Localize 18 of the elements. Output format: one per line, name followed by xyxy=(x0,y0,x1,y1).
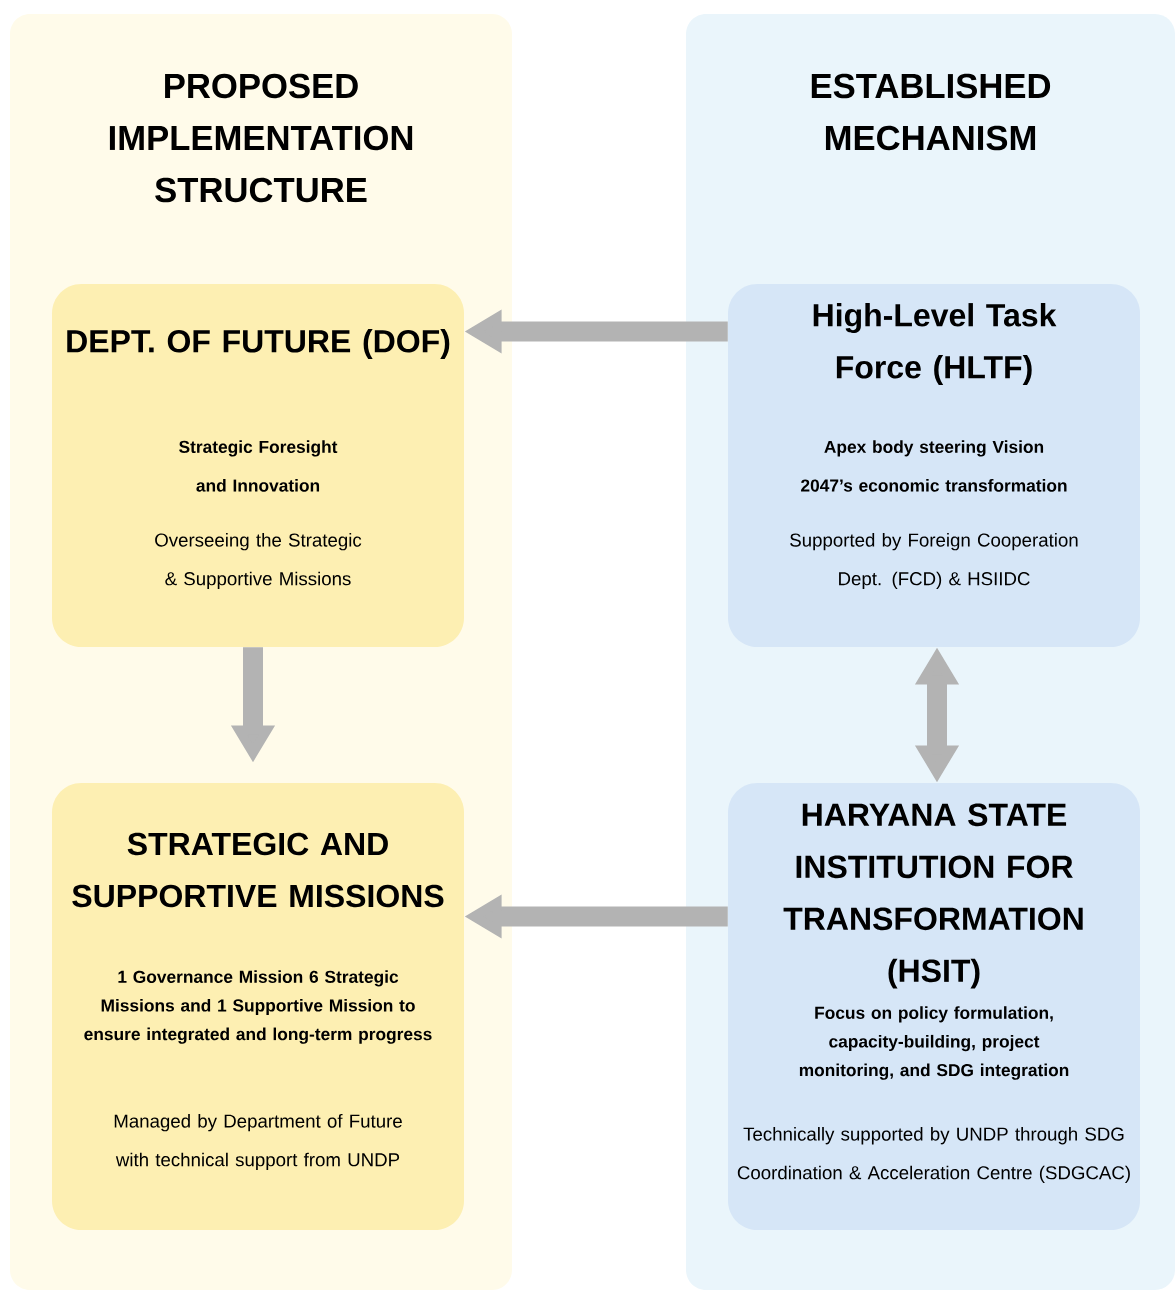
rounded-box xyxy=(52,783,464,1230)
panel-heading: ESTABLISHED MECHANISM xyxy=(811,73,1051,151)
panel-heading: PROPOSED IMPLEMENTATION STRUCTURE xyxy=(109,73,413,203)
box-subtitle: Apex body steering Vision 2047’s economic transformation xyxy=(801,440,1067,492)
box-description: Technically supported by UNDP through SDG Coordination & Acceleration Centre (SDGCAC) xyxy=(737,1127,1130,1184)
box-subtitle: 1 Governance Mission 6 Strategic Missions and 1 Supportive Mission to ensure integrated and long-term progress xyxy=(84,970,432,1044)
box-title: High-Level Task Force (HLTF) xyxy=(813,303,1057,385)
box-description: Overseeing the Strategic & Supportive Missions xyxy=(155,532,362,590)
rounded-box xyxy=(728,284,1140,647)
rounded-box xyxy=(728,783,1140,1230)
box-title: HARYANA STATE INSTITUTION FOR TRANSFORMATION (HSIT) xyxy=(783,803,1083,989)
box-description: Managed by Department of Future with technical support from UNDP xyxy=(114,1114,402,1171)
box-title: DEPT. OF FUTURE (DOF) xyxy=(67,329,450,359)
rounded-box xyxy=(52,284,464,647)
box-subtitle: Strategic Foresight and Innovation xyxy=(179,440,338,492)
box-description: Supported by Foreign Cooperation Dept. (FCD) & HSIIDC xyxy=(790,532,1078,590)
box-subtitle: Focus on policy formulation, capacity-building, project monitoring, and SDG integration xyxy=(799,1006,1069,1080)
box-title: STRATEGIC AND SUPPORTIVE MISSIONS xyxy=(72,832,444,908)
